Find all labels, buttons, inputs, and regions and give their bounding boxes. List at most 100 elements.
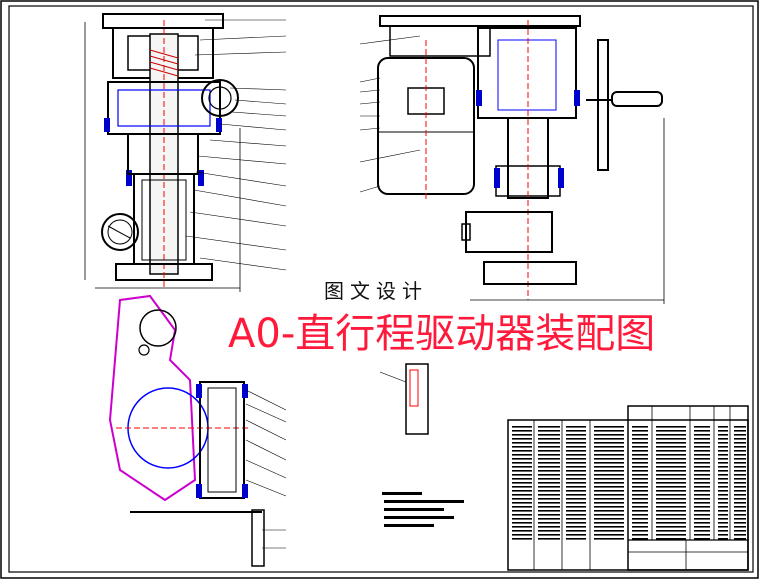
- bom-row-rule: [566, 478, 586, 480]
- bom-row-rule: [594, 478, 624, 480]
- bom-row-rule: [632, 478, 648, 480]
- bom-row-rule: [512, 506, 532, 508]
- bom-row-rule: [734, 442, 746, 444]
- bom-row-rule: [538, 434, 560, 436]
- bom-row-rule: [538, 466, 560, 468]
- bom-row-rule: [734, 434, 746, 436]
- detail-view: [379, 363, 429, 435]
- bom-row-rule: [656, 502, 686, 504]
- bom-row-rule: [594, 502, 624, 504]
- bom-row-rule: [632, 442, 648, 444]
- bom-row-rule: [594, 466, 624, 468]
- bom-row-rule: [594, 526, 624, 528]
- bom-row-rule: [718, 506, 728, 508]
- bom-row-rule: [632, 490, 648, 492]
- bom-row-rule: [718, 426, 728, 428]
- bom-row-rule: [632, 426, 648, 428]
- bom-row-rule: [538, 502, 560, 504]
- bom-row-rule: [538, 426, 560, 428]
- bom-row-rule: [512, 454, 532, 456]
- bom-row-rule: [718, 438, 728, 440]
- bom-row-rule: [632, 466, 648, 468]
- bom-row-rule: [694, 466, 710, 468]
- bom-row-rule: [656, 510, 686, 512]
- bom-row-rule: [694, 450, 710, 452]
- bom-row-rule: [566, 426, 586, 428]
- bom-row-rule: [718, 462, 728, 464]
- bom-row-rule: [566, 510, 586, 512]
- bom-row-rule: [538, 474, 560, 476]
- bom-row-rule: [656, 530, 686, 532]
- bom-row-rule: [734, 518, 746, 520]
- bom-row-rule: [512, 498, 532, 500]
- bom-row-rule: [512, 466, 532, 468]
- bom-row-rule: [656, 482, 686, 484]
- bom-row-rule: [594, 530, 624, 532]
- bom-row-rule: [594, 522, 624, 524]
- bom-row-rule: [538, 454, 560, 456]
- bom-row-rule: [694, 534, 710, 536]
- bom-row-rule: [594, 438, 624, 440]
- drawing-title: A0-直行程驱动器装配图: [228, 311, 656, 357]
- bom-row-rule: [694, 506, 710, 508]
- bom-row-rule: [718, 522, 728, 524]
- bom-row-rule: [538, 490, 560, 492]
- bom-row-rule: [538, 462, 560, 464]
- bom-row-rule: [734, 458, 746, 460]
- bom-row-rule: [718, 498, 728, 500]
- bom-row-rule: [566, 534, 586, 536]
- bom-row-rule: [656, 446, 686, 448]
- bom-row-rule: [718, 430, 728, 432]
- bom-row-rule: [694, 526, 710, 528]
- bom-row-rule: [718, 454, 728, 456]
- bom-row-rule: [566, 470, 586, 472]
- bom-row-rule: [632, 446, 648, 448]
- bom-row-rule: [594, 454, 624, 456]
- bom-row-rule: [694, 494, 710, 496]
- bom-row-rule: [594, 518, 624, 520]
- bom-row-rule: [538, 430, 560, 432]
- bom-row-rule: [594, 430, 624, 432]
- bom-row-rule: [734, 490, 746, 492]
- bom-row-rule: [632, 538, 648, 540]
- bom-row-rule: [718, 478, 728, 480]
- bom-row-rule: [512, 490, 532, 492]
- bom-row-rule: [632, 510, 648, 512]
- bom-row-rule: [694, 522, 710, 524]
- bom-row-rule: [538, 510, 560, 512]
- bom-row-rule: [694, 514, 710, 516]
- bom-row-rule: [538, 450, 560, 452]
- bom-row-rule: [632, 494, 648, 496]
- bom-row-rule: [594, 434, 624, 436]
- bom-row-rule: [566, 482, 586, 484]
- bom-row-rule: [656, 494, 686, 496]
- bom-row-rule: [734, 498, 746, 500]
- bom-row-rule: [566, 518, 586, 520]
- bom-row-rule: [512, 438, 532, 440]
- bom-row-rule: [512, 478, 532, 480]
- bom-row-rule: [656, 470, 686, 472]
- bom-row-rule: [694, 458, 710, 460]
- bom-row-rule: [512, 442, 532, 444]
- bom-row-rule: [694, 502, 710, 504]
- bom-row-rule: [566, 458, 586, 460]
- bom-row-rule: [734, 502, 746, 504]
- bom-row-rule: [594, 450, 624, 452]
- bom-row-rule: [538, 518, 560, 520]
- bom-row-rule: [538, 526, 560, 528]
- bom-row-rule: [734, 482, 746, 484]
- bom-row-rule: [734, 470, 746, 472]
- bom-row-rule: [566, 494, 586, 496]
- bom-row-rule: [538, 482, 560, 484]
- bom-row-rule: [718, 526, 728, 528]
- bom-row-rule: [656, 434, 686, 436]
- bom-row-rule: [538, 530, 560, 532]
- bom-row-rule: [718, 470, 728, 472]
- bom-row-rule: [656, 538, 686, 540]
- bom-row-rule: [656, 490, 686, 492]
- bom-row-rule: [566, 438, 586, 440]
- bom-row-rule: [734, 438, 746, 440]
- bom-row-rule: [566, 530, 586, 532]
- bom-row-rule: [594, 474, 624, 476]
- bom-row-rule: [512, 482, 532, 484]
